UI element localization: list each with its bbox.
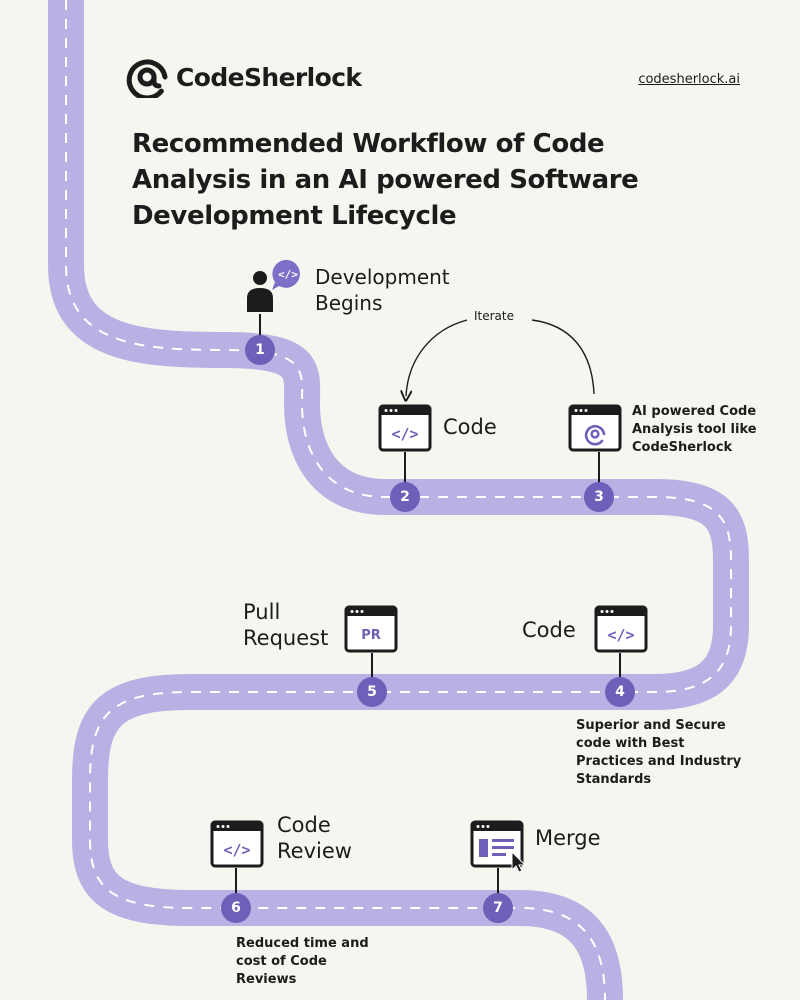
step-1-stem bbox=[259, 314, 261, 336]
step-4-stem bbox=[619, 653, 621, 679]
code-window-icon: </> bbox=[378, 404, 432, 452]
svg-text:</>: </> bbox=[278, 268, 298, 281]
codesherlock-window-icon bbox=[568, 404, 622, 452]
step-2-stem bbox=[404, 452, 406, 484]
step-2-label: Code bbox=[443, 415, 497, 439]
step-6-stem bbox=[235, 868, 237, 894]
step-5-number: 5 bbox=[357, 677, 387, 707]
step-3-number: 3 bbox=[584, 482, 614, 512]
pull-request-window-icon: PR bbox=[344, 605, 398, 653]
merge-window-icon bbox=[470, 820, 527, 872]
step-6-note: Reduced time and cost of Code Reviews bbox=[236, 936, 369, 987]
page-title: Recommended Workflow of Code Analysis in… bbox=[132, 129, 639, 231]
step-6-label: Code Review bbox=[277, 813, 352, 863]
pr-badge: PR bbox=[361, 628, 381, 643]
step-1-number: 1 bbox=[245, 335, 275, 365]
brand-logo: CodeSherlock bbox=[126, 56, 362, 98]
site-link[interactable]: codesherlock.ai bbox=[638, 72, 740, 87]
svg-text:</>: </> bbox=[391, 425, 418, 443]
step-7-stem bbox=[497, 868, 499, 894]
step-7-number: 7 bbox=[483, 893, 513, 923]
step-6-number: 6 bbox=[221, 893, 251, 923]
svg-text:</>: </> bbox=[607, 626, 634, 644]
step-4-label: Code bbox=[522, 618, 576, 642]
at-sign-logo-icon bbox=[126, 59, 168, 98]
step-1-label: Development Begins bbox=[315, 265, 450, 315]
iterate-arrow bbox=[406, 319, 595, 396]
code-window-icon: </> bbox=[210, 820, 264, 868]
step-5-label: Pull Request bbox=[243, 600, 329, 650]
step-4-number: 4 bbox=[605, 677, 635, 707]
step-5-stem bbox=[371, 653, 373, 679]
step-4-note: Superior and Secure code with Best Pract… bbox=[576, 718, 742, 787]
brand-name: CodeSherlock bbox=[176, 62, 362, 92]
iterate-label: Iterate bbox=[474, 309, 515, 323]
developer-icon: </> bbox=[247, 259, 300, 312]
step-3-stem bbox=[598, 452, 600, 484]
step-7-label: Merge bbox=[535, 826, 601, 850]
svg-text:</>: </> bbox=[223, 841, 250, 859]
step-3-label: AI powered Code Analysis tool like CodeS… bbox=[632, 404, 757, 455]
code-window-icon: </> bbox=[594, 605, 648, 653]
step-2-number: 2 bbox=[390, 482, 420, 512]
